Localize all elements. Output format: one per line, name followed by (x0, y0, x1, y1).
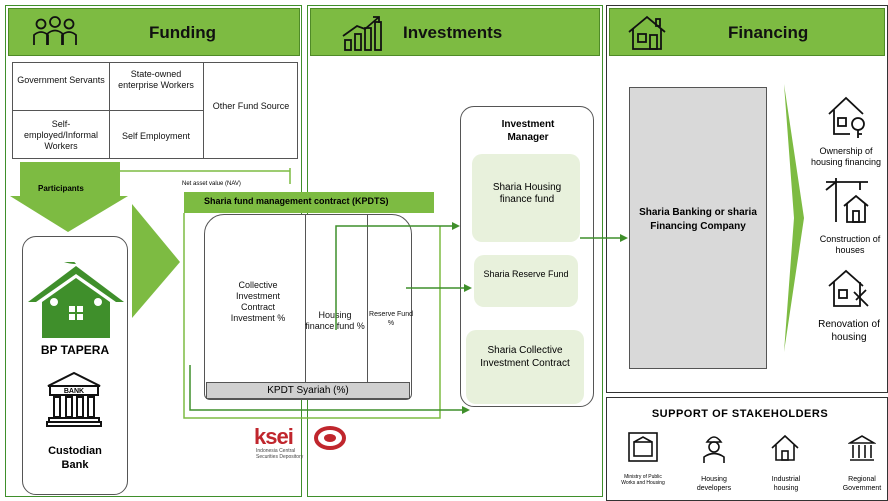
funding-header: Funding (8, 8, 300, 56)
house-icon (626, 14, 668, 52)
stakeholder-regional-government: Regional Government (842, 476, 882, 492)
kpdt-col-collective: Collective Investment Contract Investmen… (230, 280, 286, 323)
developer-worker-icon (700, 432, 728, 464)
kpdt-col-reserve: Reserve Fund % (369, 311, 413, 327)
nav-label: Net asset value (NAV) (182, 181, 241, 187)
house-tools-icon (826, 268, 872, 310)
grid-divider (13, 110, 203, 111)
fund-collective-box (466, 330, 584, 404)
stakeholder-ministry: Ministry of Public Works and Housing (621, 474, 665, 486)
fund-reserve-box (474, 255, 578, 307)
ksei-wordmark: ksei (254, 424, 294, 449)
financing-use-ownership: Ownership of housing financing (810, 146, 882, 167)
participants-grid: Government Servants State-owned enterpri… (12, 62, 298, 159)
ksei-swirl-icon (314, 426, 350, 450)
kpdt-col-housing: Housing finance fund % (305, 310, 365, 331)
support-title: SUPPORT OF STAKEHOLDERS (651, 408, 829, 420)
kpdt-divider (367, 214, 368, 382)
bp-tapera-label: BP TAPERA (40, 343, 110, 357)
participant-self-employment: Self Employment (121, 131, 191, 141)
kpdt-syariah-label: KPDT Syariah (%) (267, 385, 349, 396)
ksei-caption: Indonesia Central Securities Depository (256, 448, 304, 460)
investments-header: Investments (310, 8, 600, 56)
sharia-bank-box (629, 87, 767, 369)
participant-self-employed: Self-employed/Informal Workers (23, 119, 99, 151)
investment-manager-title: Investment Manager (501, 119, 555, 143)
bank-sign-text: BANK (63, 388, 85, 395)
house-key-icon (826, 94, 870, 140)
investments-title: Investments (403, 23, 503, 42)
sharia-bank-label: Sharia Banking or sharia Financing Compa… (639, 207, 757, 232)
ministry-building-icon (628, 432, 658, 462)
industrial-house-icon (770, 434, 800, 462)
financing-title: Financing (728, 23, 809, 42)
kpdts-header-bar (184, 192, 434, 213)
financing-header: Financing (609, 8, 885, 56)
participant-soe-workers: State-owned enterprise Workers (118, 69, 194, 90)
grid-divider (203, 63, 204, 158)
growth-chart-icon (341, 14, 383, 52)
fund-housing-label: Sharia Housing finance fund (492, 182, 562, 205)
financing-use-renovation: Renovation of housing (818, 319, 880, 343)
bank-building-icon (44, 370, 104, 428)
fund-housing-box (472, 154, 580, 242)
stakeholder-industrial: Industrial housing (771, 476, 801, 492)
crane-house-icon (822, 176, 872, 224)
kpdt-divider (305, 214, 306, 382)
fund-collective-label: Sharia Collective Investment Contract (480, 345, 570, 369)
government-building-icon (848, 434, 876, 462)
stakeholder-developers: Housing developers (696, 476, 732, 492)
financing-use-construction: Construction of houses (819, 234, 881, 255)
participant-other-fund-source: Other Fund Source (212, 101, 290, 111)
fund-reserve-label: Sharia Reserve Fund (483, 269, 569, 279)
participant-government-servants: Government Servants (17, 75, 105, 85)
funding-title: Funding (149, 23, 217, 42)
participants-label: Participants (38, 184, 84, 193)
kpdts-header-label: Sharia fund management contract (KPDTS) (204, 196, 389, 206)
bp-tapera-house-icon (24, 262, 128, 342)
custodian-bank-label: Custodian Bank (48, 445, 102, 471)
people-group-icon (31, 15, 79, 51)
ksei-logo: ksei Indonesia Central Securities Deposi… (254, 424, 354, 460)
